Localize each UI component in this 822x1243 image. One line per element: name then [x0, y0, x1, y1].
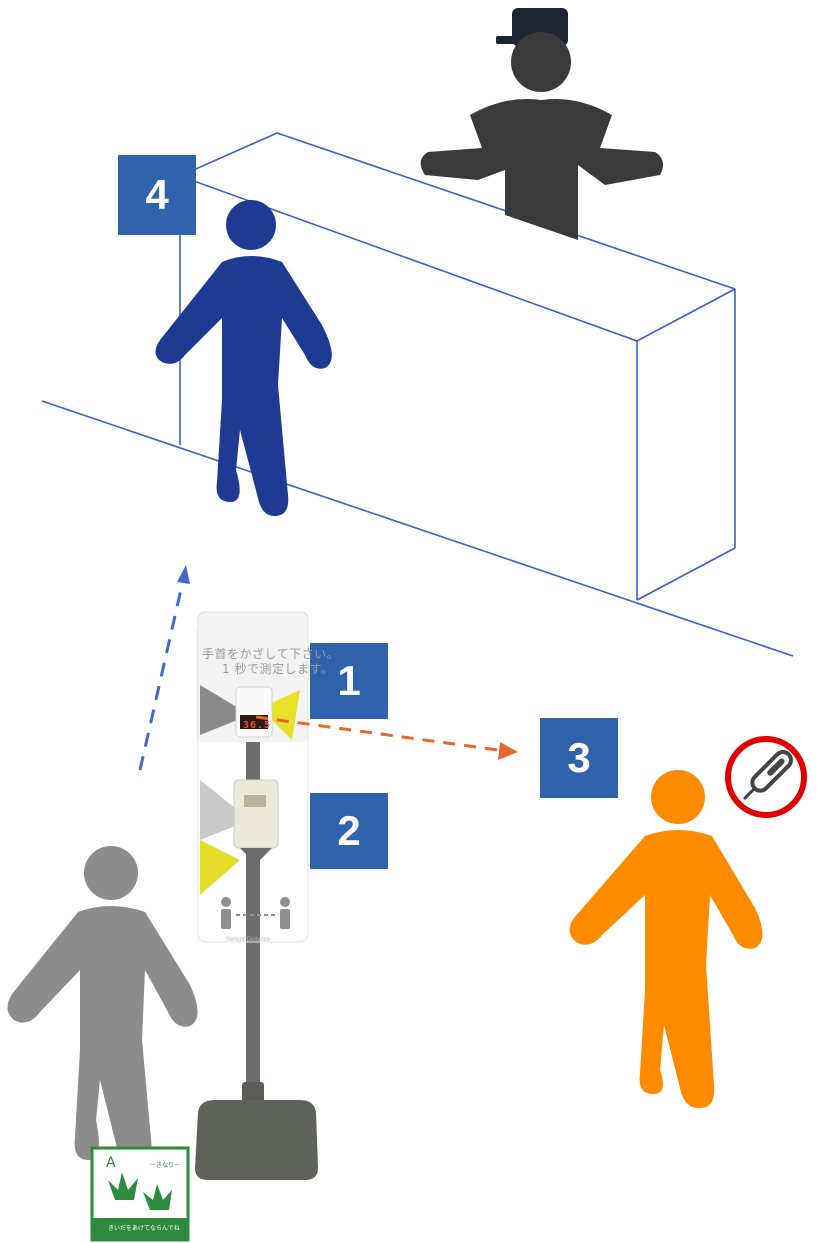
- temperature-reading: 36.5: [240, 718, 274, 732]
- waiting-person: [7, 846, 197, 1172]
- kiosk-instruction-line-2: 1 秒で測定します。: [222, 660, 333, 677]
- sanitizer-window: [244, 795, 266, 807]
- flagged-person: [569, 770, 762, 1108]
- approaching-person-body: [155, 256, 331, 516]
- staff-figure: [421, 8, 663, 240]
- approaching-person-head: [226, 200, 276, 250]
- staff-body: [421, 99, 663, 240]
- floor-line: [42, 401, 793, 656]
- blue-path-arrow: [140, 565, 190, 770]
- kiosk-deco-yellow-2: [200, 840, 240, 895]
- floor-mat-letter: A: [106, 1155, 116, 1171]
- kiosk-base: [195, 1100, 318, 1180]
- step-2-label: 2: [310, 793, 388, 869]
- blue-path-arrowhead: [177, 565, 190, 584]
- floor-mat-bottom-text: きいだをあけてならんでね: [108, 1223, 180, 1232]
- kiosk-footer-text: Sensor Distance: [226, 937, 270, 943]
- step-4-label: 4: [118, 155, 196, 235]
- thermometer-kiosk: [195, 612, 318, 1180]
- staff-head: [511, 32, 571, 92]
- flagged-person-head: [651, 770, 705, 824]
- flagged-person-body: [569, 830, 762, 1108]
- thermometer-icon: [728, 739, 804, 815]
- step-3-label: 3: [540, 718, 618, 798]
- sanitizer-nozzle: [240, 848, 272, 864]
- waiting-person-body: [7, 906, 197, 1172]
- floor-mat-top-text: －きなり－: [150, 1160, 180, 1169]
- waiting-person-head: [84, 846, 138, 900]
- counter-bottom-right: [637, 548, 735, 600]
- sanitizer-dispenser: [234, 780, 278, 848]
